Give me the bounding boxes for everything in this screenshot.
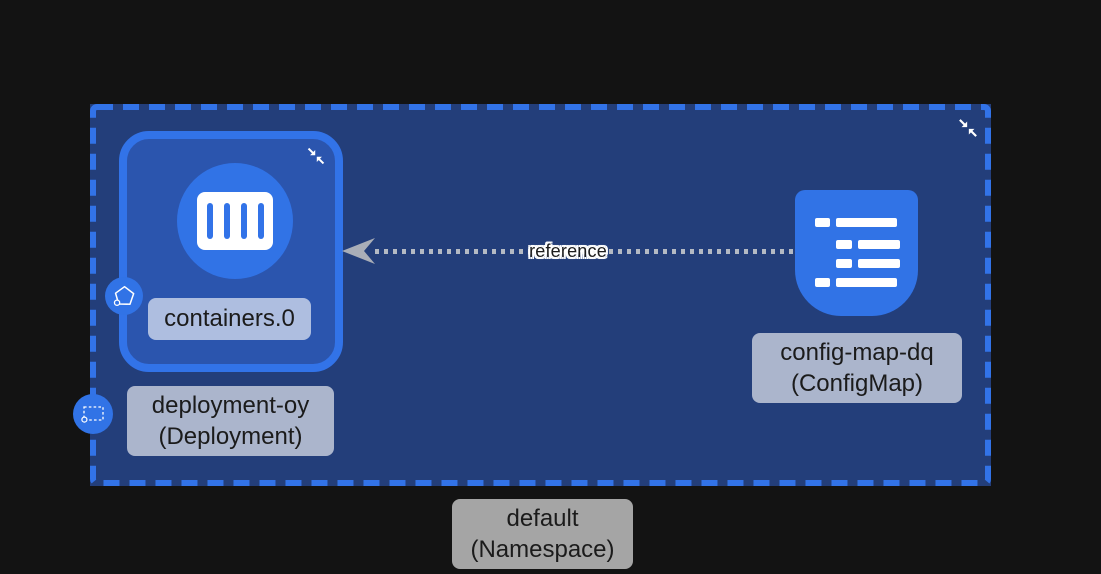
namespace-name: default	[506, 505, 579, 532]
container-label-text: containers.0	[164, 305, 295, 332]
configmap-name: config-map-dq	[780, 339, 934, 366]
dashed-rect-icon	[81, 406, 104, 423]
pentagon-icon	[113, 285, 135, 306]
configmap-label: config-map-dq (ConfigMap)	[752, 333, 962, 403]
edge-label[interactable]: reference	[508, 241, 628, 262]
container-label: containers.0	[148, 298, 311, 340]
edge-label-text: reference	[529, 241, 607, 261]
container-icon	[197, 192, 273, 250]
configmap-kind: (ConfigMap)	[790, 370, 924, 397]
namespace-dashed-border	[90, 104, 991, 486]
deployment-label: deployment-oy (Deployment)	[127, 386, 334, 456]
edge-line[interactable]	[375, 249, 795, 254]
namespace-kind: (Namespace)	[470, 536, 615, 563]
deployment-name: deployment-oy	[151, 392, 310, 419]
edge-arrowhead-icon	[342, 238, 375, 264]
deployment-badge	[73, 394, 113, 434]
namespace-label: default (Namespace)	[452, 499, 633, 569]
container-node[interactable]	[177, 163, 293, 279]
namespace-collapse-icon[interactable]	[956, 116, 980, 140]
configmap-node[interactable]	[795, 190, 918, 316]
deployment-collapse-icon[interactable]	[305, 145, 327, 167]
pod-badge	[105, 277, 143, 315]
deployment-kind: (Deployment)	[158, 423, 303, 450]
